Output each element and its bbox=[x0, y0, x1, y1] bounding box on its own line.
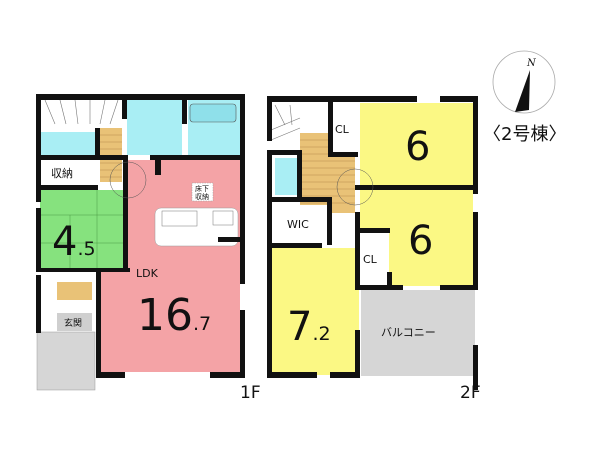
inner-stair-lines-2f bbox=[300, 139, 355, 204]
entrance-stairs bbox=[57, 282, 92, 300]
door-swing-2f bbox=[336, 168, 374, 206]
bedroom-2-size: 6 bbox=[408, 218, 433, 264]
ldk-size: 16.7 bbox=[137, 290, 211, 341]
stair-lines-2f bbox=[270, 104, 301, 141]
floor-1: 収納 4.5 LDK 16.7 床下 収納 玄関 1F bbox=[36, 94, 261, 403]
north-arrow-icon bbox=[515, 70, 530, 112]
entrance-label: 玄関 bbox=[64, 317, 82, 329]
ldk-label: LDK bbox=[136, 267, 159, 280]
bedroom-3-size: 7.2 bbox=[287, 304, 331, 350]
door-swing bbox=[109, 161, 147, 199]
balcony bbox=[361, 290, 475, 376]
bedroom-1 bbox=[360, 103, 473, 186]
storage-label: 収納 bbox=[51, 167, 73, 180]
walls-1f bbox=[36, 94, 245, 378]
japanese-room bbox=[40, 190, 126, 270]
balcony-label: バルコニー bbox=[381, 326, 436, 339]
closet-2 bbox=[360, 230, 389, 286]
entrance-hall bbox=[57, 313, 92, 331]
floor-1-label: 1F bbox=[240, 383, 261, 403]
stairs-2f bbox=[271, 103, 301, 148]
closet-1-label: CL bbox=[335, 123, 350, 136]
bedroom-1-size: 6 bbox=[405, 124, 430, 170]
washroom bbox=[127, 100, 182, 155]
closet-2-label: CL bbox=[363, 253, 378, 266]
storage-room bbox=[40, 161, 95, 185]
porch bbox=[36, 331, 96, 391]
toilet-2f bbox=[275, 158, 297, 195]
wic-room bbox=[275, 205, 327, 244]
building-label: 〈2号棟〉 bbox=[483, 124, 566, 145]
stove bbox=[212, 210, 234, 226]
floor-2-label: 2F bbox=[460, 383, 481, 403]
sink bbox=[161, 210, 198, 227]
bathtub bbox=[189, 103, 237, 123]
stair-lines-1f bbox=[44, 99, 119, 125]
north-label: N bbox=[526, 58, 537, 69]
japanese-room-size: 4.5 bbox=[52, 219, 96, 265]
toilet-1f bbox=[40, 132, 95, 155]
wic-label: WIC bbox=[287, 218, 309, 231]
underfloor-storage-label-2: 収納 bbox=[195, 192, 209, 201]
underfloor-storage-label-1: 床下 bbox=[195, 184, 209, 193]
floor-2: CL CL WIC 6 6 7.2 バルコニー 2F bbox=[267, 96, 481, 403]
walls-2f bbox=[267, 96, 478, 390]
tatami-lines bbox=[40, 190, 126, 270]
stairs-1f bbox=[40, 100, 122, 126]
bedroom-3 bbox=[272, 248, 359, 375]
closet-1 bbox=[332, 103, 359, 155]
underfloor-storage-box bbox=[191, 182, 214, 202]
compass: N bbox=[492, 50, 556, 114]
